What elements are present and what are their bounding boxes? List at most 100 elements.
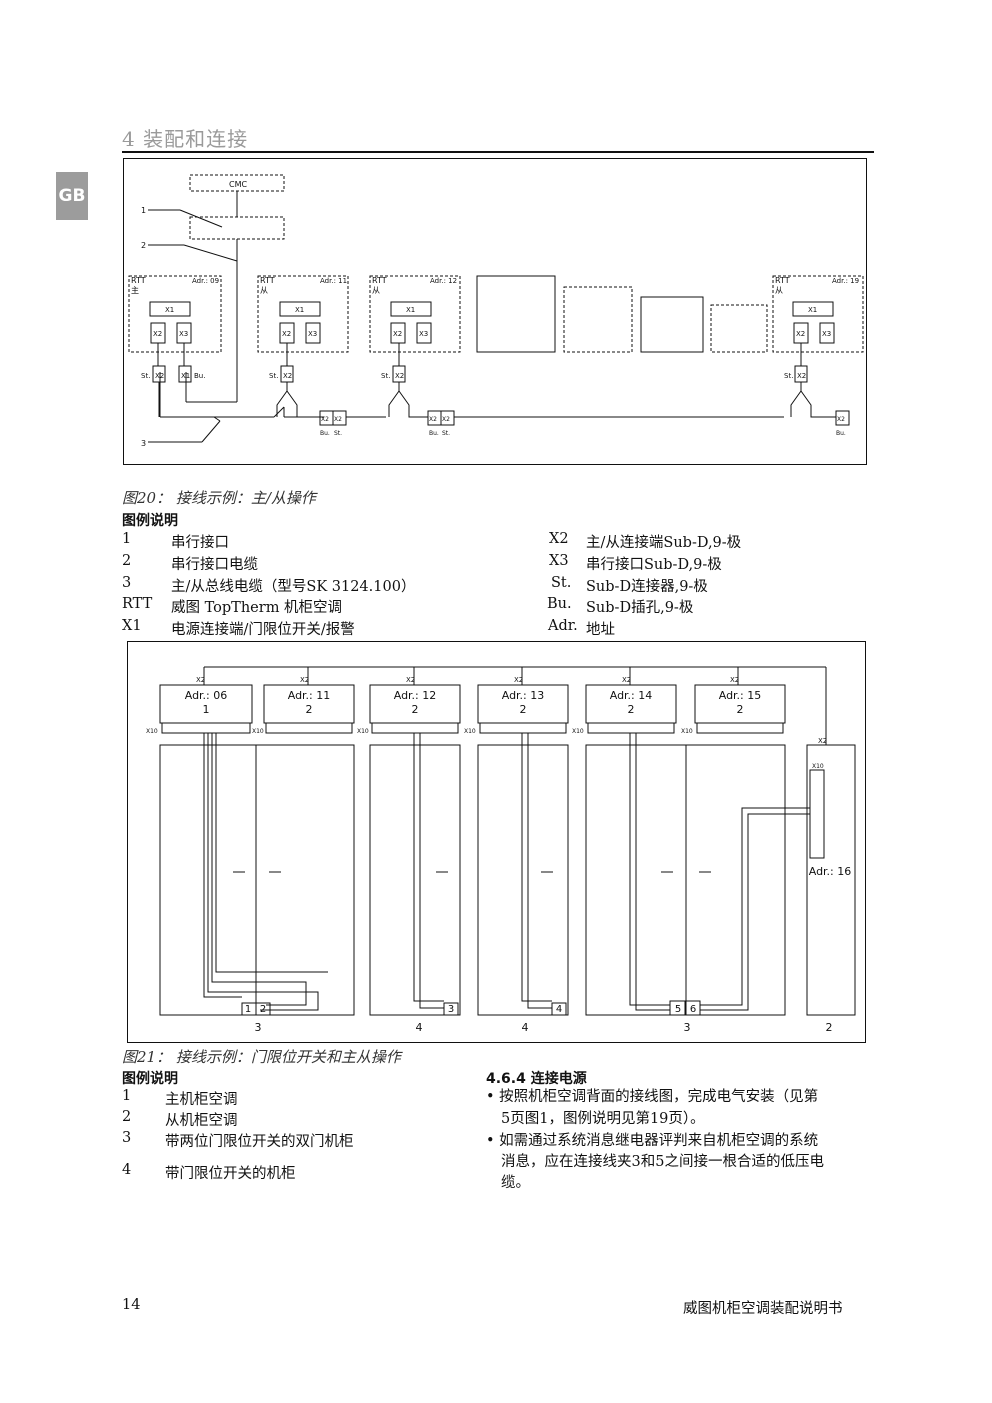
legend-20-key: St. [551,575,572,591]
svg-text:X2: X2 [282,330,291,338]
svg-text:Adr.: 14: Adr.: 14 [610,689,653,702]
svg-text:X10: X10 [572,728,584,735]
svg-text:X1: X1 [808,306,817,314]
svg-text:2: 2 [826,1021,833,1034]
legend-20-key: RTT [122,596,153,612]
language-tab: GB [56,172,88,220]
svg-text:Adr.: 06: Adr.: 06 [185,689,228,702]
svg-text:从: 从 [775,286,783,295]
svg-text:2: 2 [260,1004,266,1015]
svg-text:X1: X1 [165,306,174,314]
svg-text:4: 4 [522,1021,529,1034]
svg-text:X1: X1 [181,372,190,380]
svg-text:X3: X3 [419,330,428,338]
legend-20-key: 1 [122,531,132,547]
figure-21-caption: 图21： 接线示例：门限位开关和主从操作 [122,1048,401,1066]
legend-20-text: 串行接口Sub-D,9-极 [586,557,722,573]
legend-21-key: 4 [122,1162,132,1178]
legend-20-key: 2 [122,553,132,569]
svg-text:X3: X3 [822,330,831,338]
legend-21-text: 主机柜空调 [165,1092,238,1108]
svg-text:Adr.: 13: Adr.: 13 [502,689,545,702]
svg-text:Adr.: 15: Adr.: 15 [719,689,762,702]
svg-text:St.: St. [784,372,793,380]
legend-20-key: Bu. [547,596,572,612]
svg-text:6: 6 [690,1004,696,1015]
svg-text:2: 2 [520,703,527,716]
svg-text:X2: X2 [442,416,450,423]
svg-text:1: 1 [141,206,146,215]
svg-text:Adr.: 11: Adr.: 11 [320,277,347,285]
svg-text:X3: X3 [179,330,188,338]
svg-text:St.: St. [334,430,342,437]
svg-text:RTT: RTT [260,276,275,285]
figure-20-diagram: CMC 1 2 3 RTT 主 Adr.: 09 X1 X2 X3 St. X2… [128,174,864,448]
svg-text:X2: X2 [283,372,292,380]
svg-text:3: 3 [255,1021,262,1034]
svg-text:Bu.: Bu. [194,372,205,380]
svg-text:RTT: RTT [775,276,790,285]
figure-20-frame: CMC 1 2 3 RTT 主 Adr.: 09 X1 X2 X3 St. X2… [123,158,867,465]
svg-text:Adr.: 12: Adr.: 12 [430,277,457,285]
legend-20-text: 威图 TopTherm 机柜空调 [171,600,343,616]
svg-text:X1: X1 [406,306,415,314]
figure-21-frame: X2 X2 X2 X2 X2 X2 X2 X10 X10 X10 X10 X10… [127,641,866,1043]
svg-text:1: 1 [203,703,210,716]
svg-text:X2: X2 [153,330,162,338]
legend-20-text: 串行接口电缆 [171,557,258,573]
legend-20-text: Sub-D连接器,9-极 [586,579,708,595]
svg-text:X2: X2 [797,372,806,380]
bullet-text: 5页图1，图例说明见第19页）。 [501,1111,705,1127]
svg-text:X2: X2 [429,416,437,423]
svg-text:Adr.: 19: Adr.: 19 [832,277,859,285]
svg-text:X10: X10 [464,728,476,735]
bullet-text: • 按照机柜空调背面的接线图，完成电气安装（见第 [486,1089,819,1105]
figure-21-diagram: X2 X2 X2 X2 X2 X2 X2 X10 X10 X10 X10 X10… [146,666,856,1034]
svg-text:Adr.: 11: Adr.: 11 [288,689,331,702]
svg-text:4: 4 [416,1021,423,1034]
svg-text:X10: X10 [357,728,369,735]
svg-text:2: 2 [412,703,419,716]
figure-20-caption: 图20： 接线示例：主/从操作 [122,489,316,507]
svg-text:St.: St. [141,372,150,380]
svg-text:X10: X10 [812,763,824,770]
svg-text:5: 5 [675,1004,681,1015]
page-number: 14 [122,1297,141,1313]
legend-21-title: 图例说明 [122,1071,178,1087]
svg-text:1: 1 [245,1004,251,1015]
svg-text:从: 从 [260,286,268,295]
legend-20-title: 图例说明 [122,513,178,529]
svg-text:X2: X2 [406,676,415,684]
svg-text:RTT: RTT [372,276,387,285]
bullet-text: 缆。 [501,1175,530,1191]
section-heading: 4.6.4 连接电源 [486,1071,587,1087]
cmc-label: CMC [229,180,247,189]
svg-text:X2: X2 [622,676,631,684]
legend-20-key: X2 [549,531,569,547]
svg-text:3: 3 [141,439,146,448]
legend-20-text: Sub-D插孔,9-极 [586,600,694,616]
svg-text:2: 2 [306,703,313,716]
legend-21-key: 1 [122,1088,132,1104]
svg-text:X2: X2 [334,416,342,423]
svg-text:X2: X2 [196,676,205,684]
legend-20-key: X1 [122,618,142,634]
legend-20-text: 地址 [586,622,615,638]
legend-21-text: 带两位门限位开关的双门机柜 [165,1134,354,1150]
svg-text:X10: X10 [146,728,158,735]
svg-text:X2: X2 [395,372,404,380]
svg-text:X2: X2 [818,737,827,745]
serial-interface-box [189,216,285,240]
svg-text:X10: X10 [252,728,264,735]
document-title: 威图机柜空调装配说明书 [683,1301,843,1317]
svg-text:St.: St. [442,430,450,437]
svg-text:Adr.: 16: Adr.: 16 [809,865,852,878]
svg-text:X2: X2 [837,416,845,423]
legend-21-key: 3 [122,1130,132,1146]
svg-text:RTT: RTT [131,276,146,285]
svg-text:X1: X1 [295,306,304,314]
legend-20-text: 串行接口 [171,535,229,551]
svg-text:2: 2 [141,241,146,250]
svg-text:Bu.: Bu. [320,430,330,437]
svg-text:3: 3 [684,1021,691,1034]
